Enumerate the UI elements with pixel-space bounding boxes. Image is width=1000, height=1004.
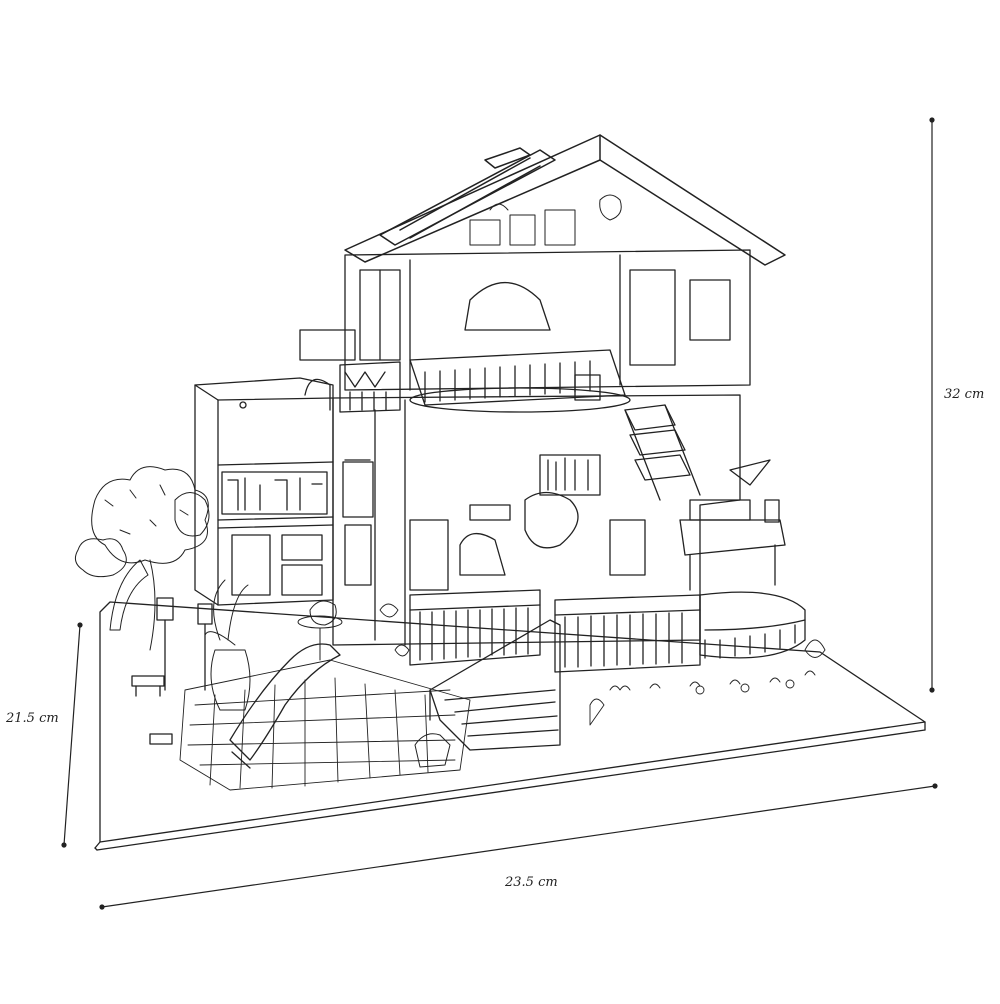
- left-wing: [194, 377, 334, 606]
- flower-bed: [379, 603, 826, 726]
- width-label: 23.5 cm: [505, 875, 558, 890]
- dog-figure: [414, 733, 451, 768]
- lamp-posts: [156, 597, 213, 691]
- ground-floor: [332, 394, 741, 646]
- slide: [229, 643, 341, 769]
- interior-stairs: [624, 404, 701, 501]
- tree-left: [74, 466, 210, 651]
- garden-bench: [131, 675, 173, 745]
- exterior-staircase: [429, 619, 561, 751]
- roof: [344, 134, 786, 266]
- attic-contents: [469, 194, 622, 246]
- height-label: 32 cm: [944, 387, 985, 402]
- round-deck: [699, 591, 806, 659]
- front-railing: [409, 589, 701, 673]
- cobblestone-path: [179, 659, 471, 791]
- depth-dimension-line: [63, 624, 81, 846]
- dimension-lines: [61, 117, 938, 910]
- base-board: [94, 601, 926, 851]
- second-floor: [344, 249, 751, 391]
- depth-label: 21.5 cm: [6, 711, 59, 726]
- upper-terrace: [409, 349, 631, 413]
- piano: [679, 459, 786, 591]
- width-dimension-line: [101, 785, 936, 908]
- left-balcony: [299, 329, 401, 413]
- plants-left: [204, 579, 343, 711]
